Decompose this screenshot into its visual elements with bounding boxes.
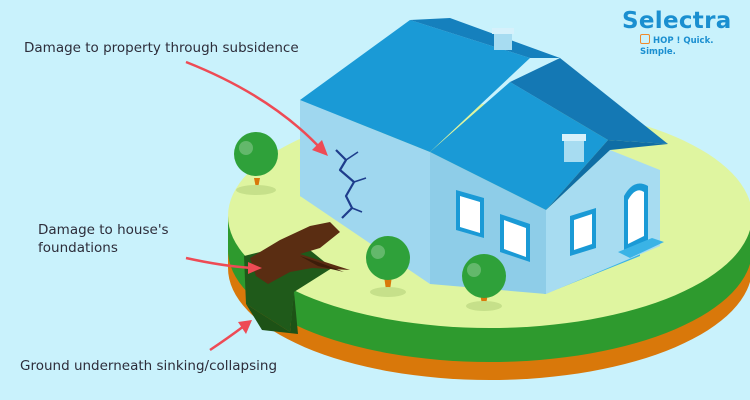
chimney-front-top xyxy=(562,134,586,141)
roof-front-side xyxy=(510,58,668,144)
tree-middle xyxy=(366,236,410,297)
arrow-to-foundations xyxy=(185,256,262,274)
tree-right xyxy=(462,254,506,311)
brand-name: Selectra xyxy=(622,8,732,34)
house-gable-wall xyxy=(546,150,660,294)
chimney-back xyxy=(494,32,512,50)
arrow-to-ground xyxy=(209,320,252,352)
roof-front xyxy=(430,82,608,210)
roof-back-top xyxy=(410,18,560,58)
label-ground-sinking: Ground underneath sinking/collapsing xyxy=(20,358,278,374)
chimney-front xyxy=(564,140,584,162)
door-steps xyxy=(618,238,664,258)
label-foundation-damage: Damage to house's foundations xyxy=(38,222,169,256)
brand-tagline: HOP ! Quick. Simple. xyxy=(640,34,742,58)
chimney-back-top xyxy=(492,28,514,34)
collapse-pit-edge xyxy=(246,292,298,334)
foundation-crack xyxy=(250,222,350,284)
arrow-to-wall-crack xyxy=(185,60,328,156)
house-front-wall xyxy=(430,152,546,294)
house-left-wall xyxy=(300,100,430,284)
roof-back xyxy=(300,20,530,152)
label-property-damage: Damage to property through subsidence xyxy=(24,40,299,56)
brand-tagline-text: HOP ! Quick. Simple. xyxy=(640,36,714,57)
brand-logo: Selectra HOP ! Quick. Simple. xyxy=(622,8,742,58)
house xyxy=(300,18,668,294)
tree-left xyxy=(234,132,278,195)
brand-box-icon xyxy=(640,34,650,44)
